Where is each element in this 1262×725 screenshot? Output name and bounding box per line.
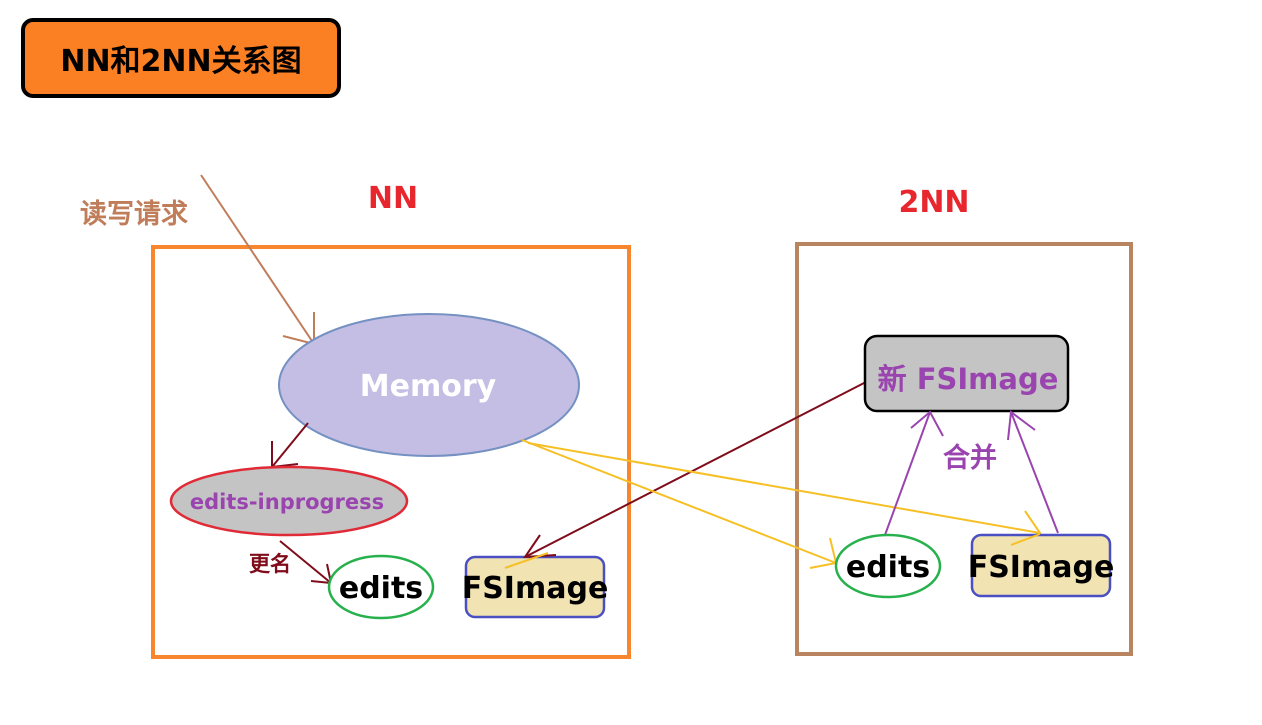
nn-edits-node — [327, 554, 435, 620]
edits-inprogress-node — [169, 465, 409, 537]
new-fsimage-to-nn-fsimage-arrow — [523, 381, 867, 559]
merge-label: 合并 — [943, 442, 997, 474]
rename-label: 更名 — [249, 552, 291, 576]
request-label: 读写请求 — [80, 199, 188, 230]
snn-edits-merge-arrow — [884, 410, 944, 536]
nn-container — [151, 245, 631, 659]
snn-fsimage-label: FSImage — [968, 550, 1115, 585]
new-fsimage-node — [863, 334, 1070, 413]
nn-fsimage-yellow-arrow — [504, 552, 549, 569]
memory-label: Memory — [360, 369, 497, 404]
snn-fsimage-yellow-tail — [1010, 533, 1041, 546]
nn-edits-label: edits — [339, 571, 423, 606]
nn-label: NN — [368, 181, 418, 216]
edits-inprogress-label: edits-inprogress — [190, 490, 384, 514]
nn-fsimage-label: FSImage — [462, 571, 609, 606]
snn-edits-label: edits — [846, 550, 930, 585]
snn-label: 2NN — [898, 185, 969, 220]
request-arrow — [200, 174, 315, 346]
memory-to-inprogress-arrow — [271, 422, 309, 469]
snn-fsimage-node — [970, 533, 1112, 598]
new-fsimage-label: 新 FSImage — [878, 362, 1059, 396]
snn-edits-node — [834, 533, 942, 599]
memory-to-snn-edits-arrow — [521, 439, 838, 569]
snn-fsimage-merge-arrow — [1007, 410, 1059, 534]
snn-container — [795, 242, 1133, 656]
diagram-title: NN和2NN关系图 — [21, 18, 341, 98]
memory-node — [278, 313, 580, 457]
